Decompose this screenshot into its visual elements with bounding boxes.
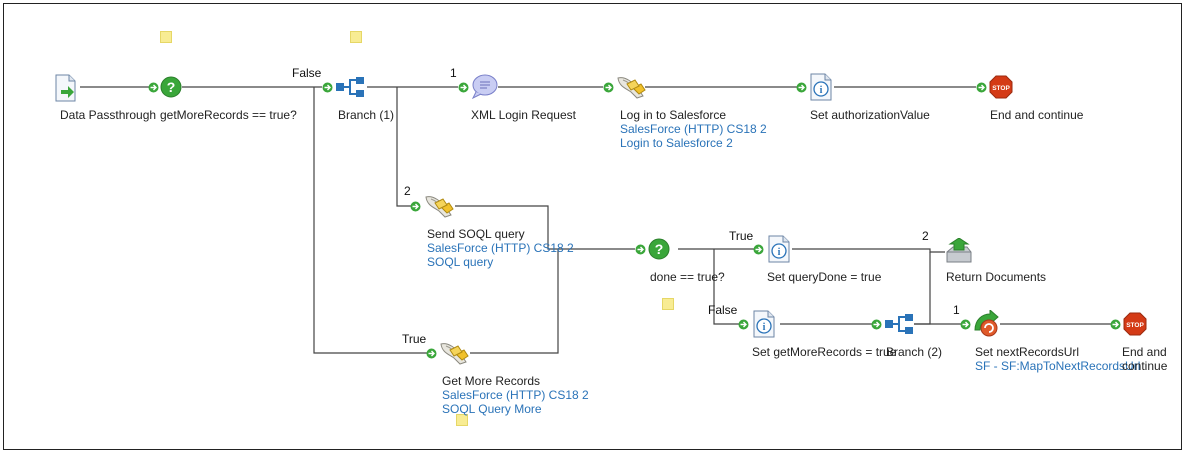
label-branch-1: Branch (1) xyxy=(338,108,395,122)
node-get-more-records[interactable] xyxy=(438,340,470,366)
info-icon: i xyxy=(753,310,775,338)
link-login-operation[interactable]: Login to Salesforce 2 xyxy=(620,136,733,150)
link-soql-operation[interactable]: SOQL query xyxy=(427,255,494,269)
label-set-get-more: Set getMoreRecords = true xyxy=(752,345,897,359)
svg-text:?: ? xyxy=(167,79,176,95)
info-icon: i xyxy=(768,235,790,263)
svg-text:i: i xyxy=(763,322,766,333)
node-set-authorization[interactable]: i xyxy=(809,73,835,101)
svg-text:i: i xyxy=(820,85,823,96)
node-branch-2[interactable] xyxy=(883,313,917,335)
node-end-continue-2[interactable]: STOP xyxy=(1123,312,1149,338)
wire xyxy=(792,248,945,253)
document-icon xyxy=(55,74,76,102)
node-set-get-more[interactable]: i xyxy=(752,310,778,338)
connector-arrow-icon xyxy=(410,201,421,212)
link-login-connection[interactable]: SalesForce (HTTP) CS18 2 xyxy=(620,122,767,136)
edge-label-branch-2: 2 xyxy=(404,184,411,198)
edge-label-false: False xyxy=(708,303,738,317)
label-get-more-records: Get More Records xyxy=(442,374,541,388)
edge-label-branch-1: 1 xyxy=(450,66,457,80)
link-next-url-map[interactable]: SF - SF:MapToNextRecordsUrl xyxy=(975,359,1141,373)
stop-icon: STOP xyxy=(989,75,1013,99)
connector-arrow-icon xyxy=(753,244,764,255)
info-icon: i xyxy=(810,73,832,101)
svg-text:?: ? xyxy=(655,241,664,257)
plug-icon xyxy=(617,77,646,99)
connector-arrow-icon xyxy=(960,319,971,330)
wire xyxy=(455,205,635,250)
label-done-check: done == true? xyxy=(650,270,725,284)
svg-text:STOP: STOP xyxy=(992,85,1010,92)
link-get-more-connection[interactable]: SalesForce (HTTP) CS18 2 xyxy=(442,388,589,402)
svg-text:i: i xyxy=(778,247,781,258)
sticky-note[interactable] xyxy=(456,414,468,426)
stop-icon: STOP xyxy=(1123,312,1147,336)
label-set-next-url: Set nextRecordsUrl xyxy=(975,345,1080,359)
connector-arrow-icon xyxy=(871,319,882,330)
edge-label-true: True xyxy=(729,229,754,243)
node-set-query-done[interactable]: i xyxy=(767,235,793,263)
label-send-soql: Send SOQL query xyxy=(427,227,525,241)
label-end-continue-2: End and continue xyxy=(1122,345,1168,373)
question-icon: ? xyxy=(648,238,670,260)
diagram-frame xyxy=(3,3,1182,450)
plug-icon xyxy=(425,196,454,218)
connector-arrow-icon xyxy=(426,348,437,359)
connector-arrow-icon xyxy=(458,82,469,93)
link-get-more-operation[interactable]: SOQL Query More xyxy=(442,402,542,416)
sticky-note[interactable] xyxy=(160,31,172,43)
branch-icon xyxy=(885,314,913,334)
wire xyxy=(396,87,412,207)
label-set-authorization: Set authorizationValue xyxy=(810,108,930,122)
node-xml-login[interactable] xyxy=(470,73,500,99)
node-end-continue-1[interactable]: STOP xyxy=(989,75,1015,101)
label-get-more-records-check: getMoreRecords == true? xyxy=(160,108,297,122)
label-set-query-done: Set queryDone = true xyxy=(767,270,882,284)
map-icon xyxy=(974,310,999,337)
node-get-more-records-check[interactable]: ? xyxy=(160,76,184,100)
question-icon: ? xyxy=(160,76,182,98)
connector-arrow-icon xyxy=(738,319,749,330)
label-login-salesforce: Log in to Salesforce xyxy=(620,108,727,122)
connector-arrow-icon xyxy=(635,244,646,255)
node-set-next-url[interactable] xyxy=(972,310,1002,338)
connector-arrow-icon xyxy=(796,82,807,93)
node-send-soql[interactable] xyxy=(423,193,455,219)
edge-label-branch-2: 2 xyxy=(922,229,929,243)
svg-text:STOP: STOP xyxy=(1126,322,1144,329)
node-login-salesforce[interactable] xyxy=(615,74,647,100)
node-data-passthrough[interactable] xyxy=(54,74,84,104)
connector-arrow-icon xyxy=(322,82,333,93)
message-icon xyxy=(471,74,498,99)
label-xml-login: XML Login Request xyxy=(471,108,576,122)
wire xyxy=(713,249,745,325)
branch-icon xyxy=(336,77,364,97)
plug-icon xyxy=(440,343,469,365)
return-icon xyxy=(946,238,972,263)
sticky-note[interactable] xyxy=(662,298,674,310)
node-branch-1[interactable] xyxy=(334,76,368,98)
connector-arrow-icon xyxy=(148,82,159,93)
label-data-passthrough: Data Passthrough xyxy=(60,108,157,122)
connector-arrow-icon xyxy=(1110,319,1121,330)
link-soql-connection[interactable]: SalesForce (HTTP) CS18 2 xyxy=(427,241,574,255)
label-return-documents: Return Documents xyxy=(946,270,1047,284)
edge-label-false: False xyxy=(292,66,322,80)
label-end-continue-1: End and continue xyxy=(990,108,1084,122)
node-return-documents[interactable] xyxy=(945,238,973,266)
sticky-note[interactable] xyxy=(350,31,362,43)
edge-label-branch-1: 1 xyxy=(953,303,960,317)
wire xyxy=(470,249,559,354)
connector-arrow-icon xyxy=(603,82,614,93)
edge-label-true: True xyxy=(402,332,427,346)
wire xyxy=(313,87,428,354)
node-done-check[interactable]: ? xyxy=(648,238,672,262)
connector-arrow-icon xyxy=(976,82,987,93)
label-branch-2: Branch (2) xyxy=(886,345,943,359)
